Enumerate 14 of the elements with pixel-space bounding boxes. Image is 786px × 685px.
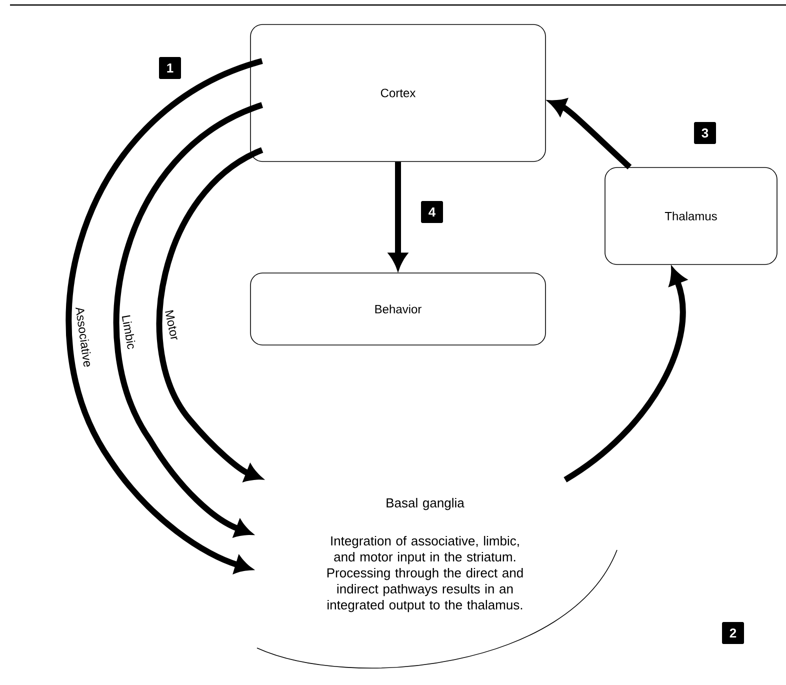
arrow bbox=[156, 147, 264, 482]
basal-ganglia-area: Basal ganglia Integration of associative, limbic, and motor input in the striatum. Processing through the direct and indirect pathways results in an integrated output to the thalamus. bbox=[256, 498, 618, 668]
callout-number: 4 bbox=[421, 201, 443, 223]
cortex-box: Cortex bbox=[250, 24, 546, 162]
edge-label: Limbic bbox=[122, 315, 136, 350]
behavior-box: Behavior bbox=[250, 272, 546, 346]
callout-number: 1 bbox=[159, 57, 181, 79]
arrow bbox=[66, 58, 264, 574]
edge-label: Associative bbox=[76, 308, 91, 367]
callout-number: 2 bbox=[722, 622, 744, 644]
arrow bbox=[114, 102, 264, 537]
edge-label: Motor bbox=[165, 310, 178, 340]
callout-number: 3 bbox=[694, 122, 716, 144]
thalamus-box: Thalamus bbox=[604, 167, 778, 265]
